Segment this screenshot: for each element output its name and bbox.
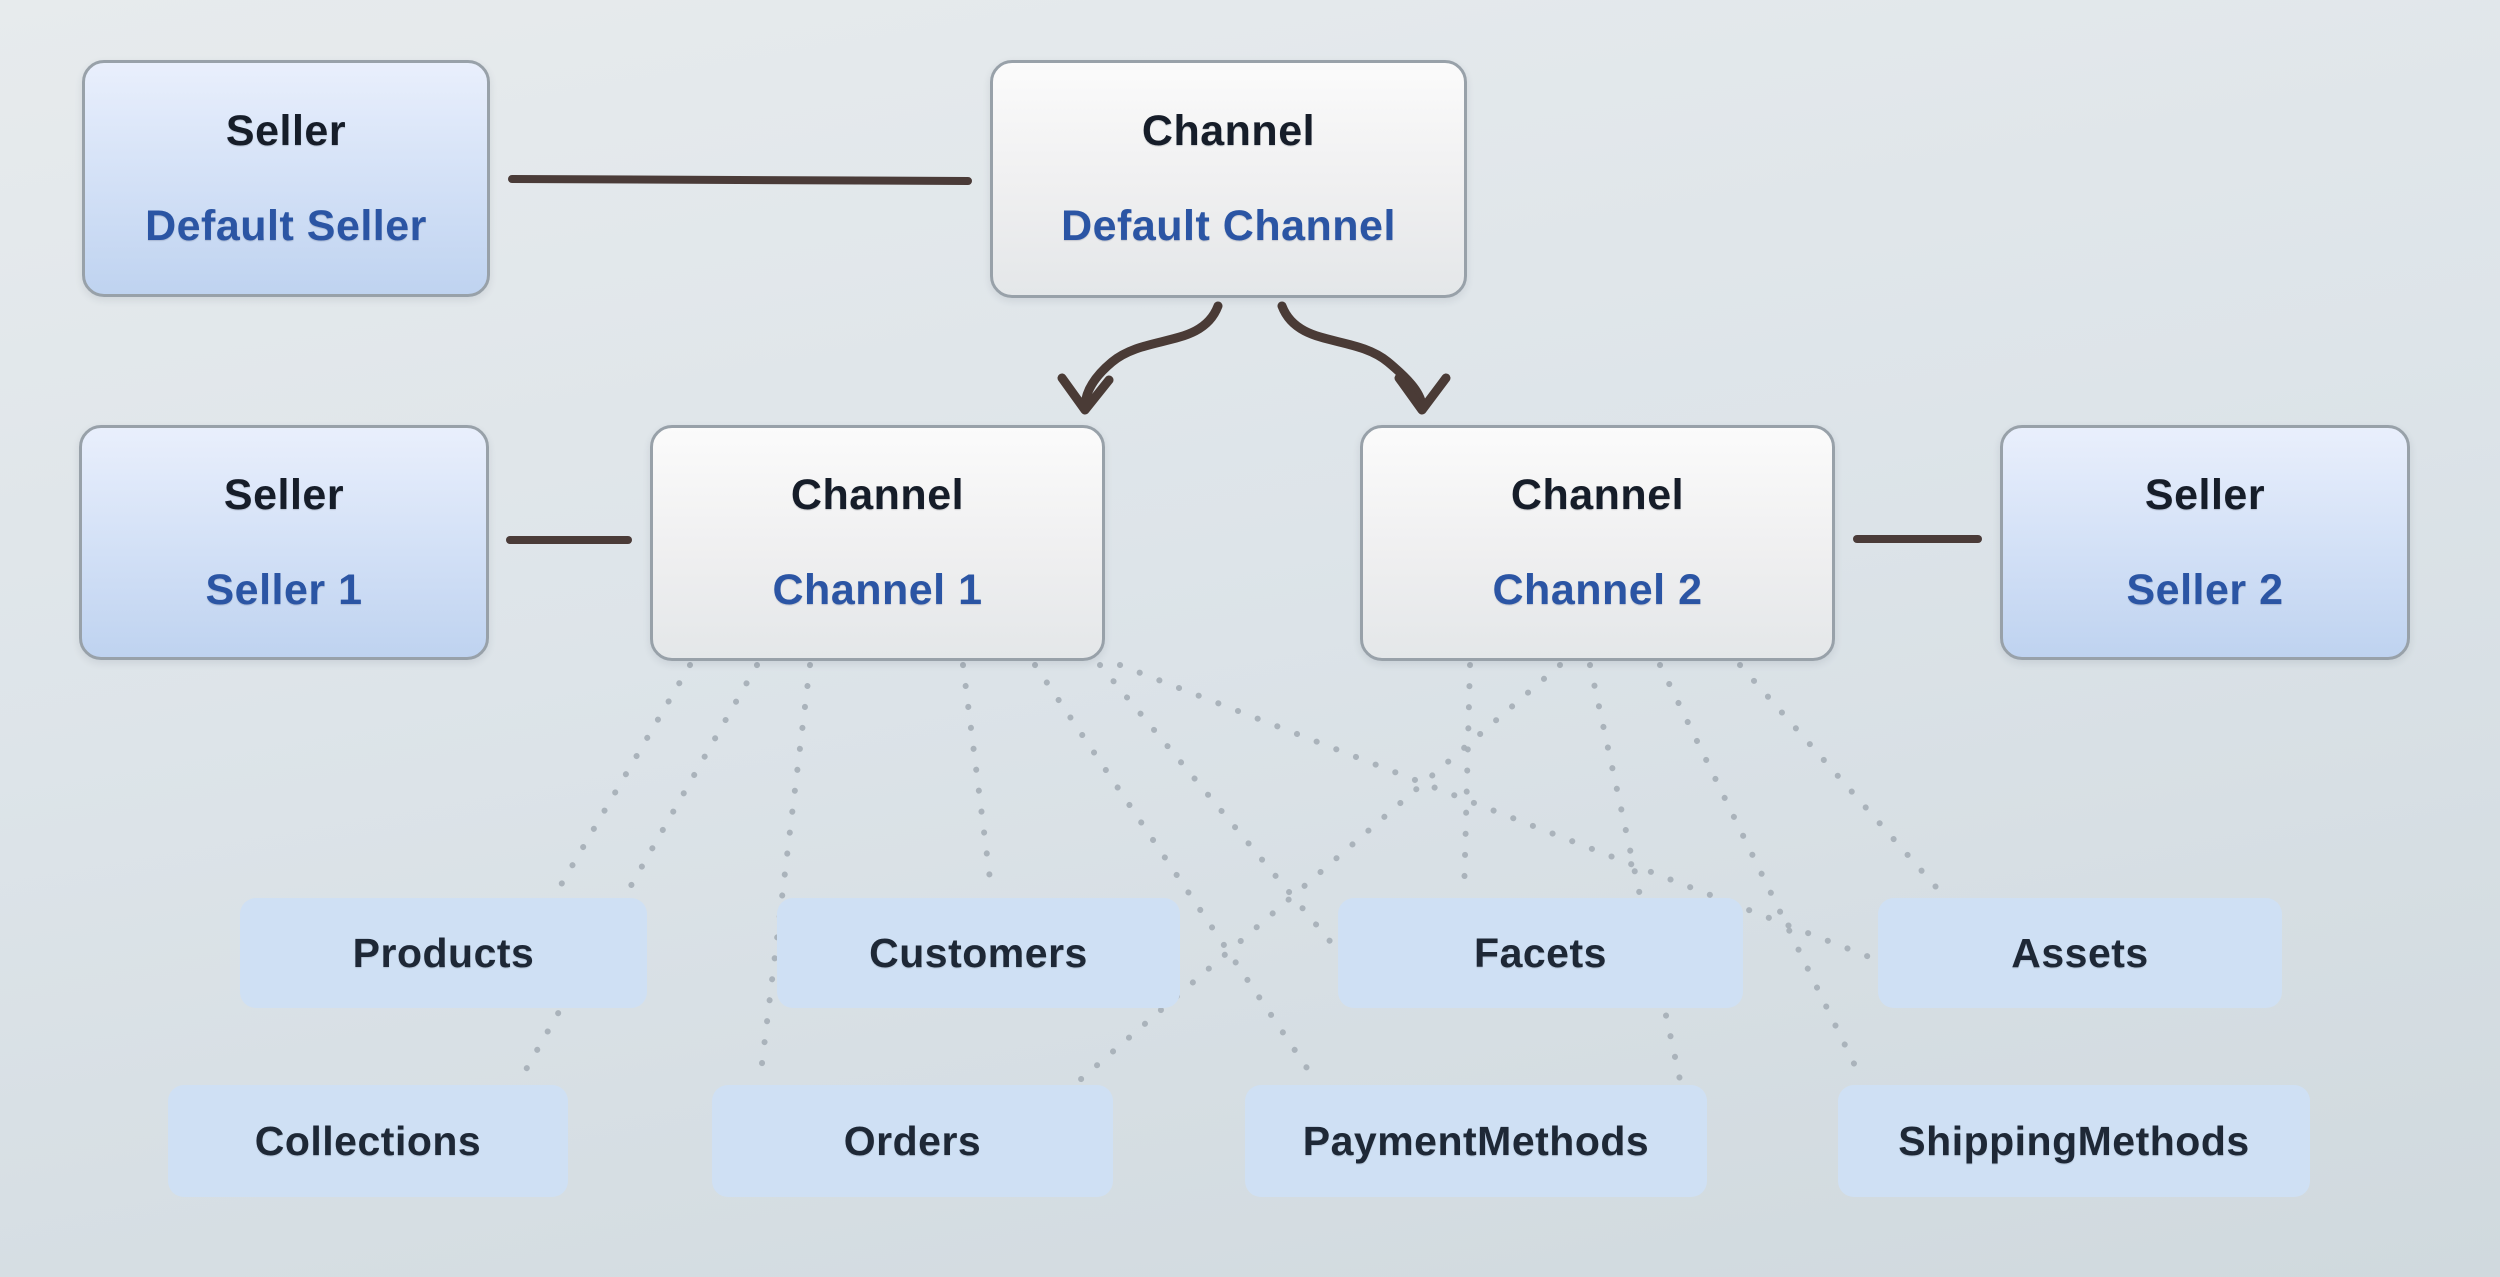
arrowhead-icon-default-channel-to-channel1 (1057, 373, 1114, 415)
entity-label: PaymentMethods (1302, 1117, 1650, 1164)
node-title: Seller (225, 106, 347, 155)
node-subtitle: Channel 1 (772, 566, 983, 614)
entity-label: ShippingMethods (1898, 1117, 2250, 1164)
dotted-link-channel1-customers (960, 662, 995, 898)
arrowhead-icon-default-channel-to-channel2 (1394, 373, 1451, 415)
node-title: Channel (1141, 107, 1316, 155)
dotted-link-channel1-products (552, 662, 693, 898)
entity-label: Assets (2011, 929, 2149, 976)
node-subtitle: Seller 2 (2126, 565, 2284, 614)
entity-label: Facets (1474, 929, 1607, 976)
dotted-link-channel1-facets (1097, 662, 1337, 949)
entity-label: Orders (843, 1117, 982, 1164)
node-subtitle: Default Channel (1061, 202, 1396, 250)
dotted-link-channel1-collections (517, 662, 760, 1083)
entity-facets: Facets (1338, 898, 1743, 1008)
dotted-link-channel2-shippingmethods (1657, 662, 1865, 1083)
entity-orders: Orders (712, 1085, 1113, 1197)
node-title: Seller (223, 470, 345, 519)
dotted-link-channel2-paymentmethods (1587, 662, 1683, 1083)
solid-link-default-seller-to-default-channel (508, 175, 972, 185)
node-subtitle: Channel 2 (1492, 566, 1703, 614)
dotted-link-channel2-orders (1077, 662, 1563, 1083)
curved-arrow-icon-default-channel-to-channel2 (1277, 301, 1427, 410)
dotted-link-channel2-assets (1737, 662, 1946, 898)
dotted-link-channel1-orders (757, 662, 813, 1083)
entity-label: Collections (254, 1117, 482, 1164)
entity-assets: Assets (1878, 898, 2282, 1008)
entity-label: Customers (869, 929, 1088, 976)
dotted-link-channel1-assets (1117, 662, 1875, 961)
entity-products: Products (240, 898, 647, 1008)
curved-arrow-icon-default-channel-to-channel1 (1080, 301, 1223, 410)
dotted-link-channel1-paymentmethods (1032, 662, 1318, 1083)
entity-customers: Customers (777, 898, 1180, 1008)
dotted-link-channel2-facets (1461, 662, 1473, 898)
node-subtitle: Default Seller (145, 201, 427, 250)
node-title: Channel (790, 471, 965, 519)
entity-collections: Collections (168, 1085, 568, 1197)
node-subtitle: Seller 1 (205, 565, 363, 614)
node-title: Channel (1510, 471, 1685, 519)
entity-shipping-methods: ShippingMethods (1838, 1085, 2310, 1197)
entity-payment-methods: PaymentMethods (1245, 1085, 1707, 1197)
node-title: Seller (2144, 470, 2266, 519)
entity-label: Products (352, 929, 535, 976)
